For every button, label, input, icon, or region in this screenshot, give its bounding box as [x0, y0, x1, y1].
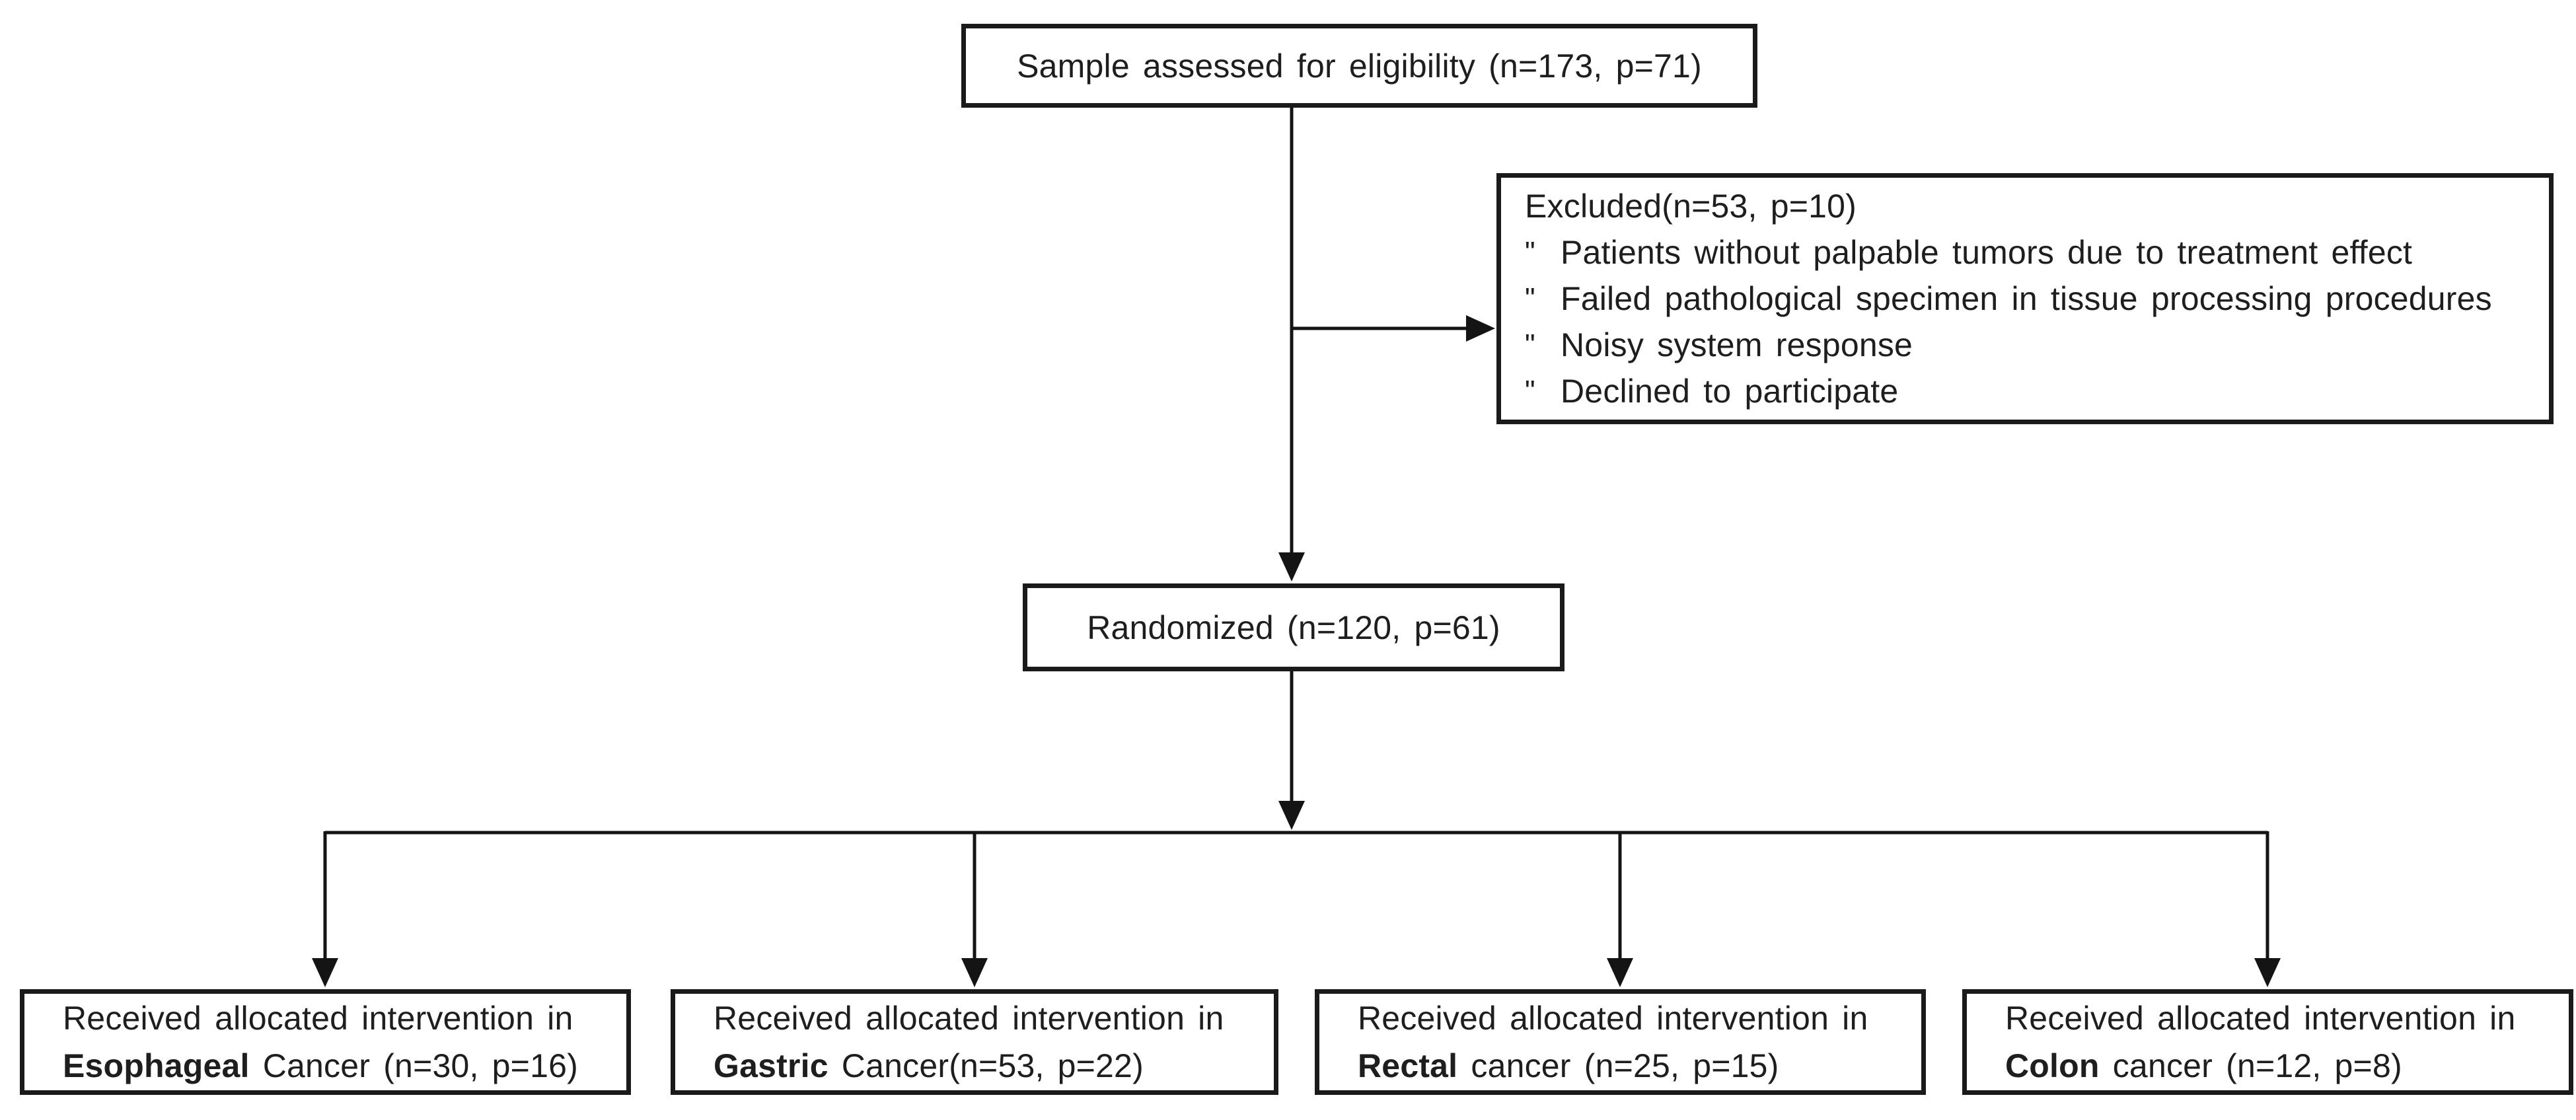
allocation-counts: Cancer(n=53, p=22) [828, 1047, 1144, 1084]
arrowhead-into-gastric [961, 958, 988, 987]
cancer-type-bold: Colon [2005, 1047, 2100, 1084]
arrowhead-onto-distributor [1278, 801, 1305, 830]
bullet-icon: " [1525, 236, 1535, 268]
allocation-line2: Gastric Cancer(n=53, p=22) [714, 1042, 1261, 1090]
eligibility-label: Sample assessed for eligibility (n=173, … [1017, 47, 1702, 85]
allocation-line2: Rectal cancer (n=25, p=15) [1358, 1042, 1908, 1090]
excluded-box: Excluded(n=53, p=10) " Patients without … [1496, 173, 2554, 424]
arrowhead-into-rectal [1607, 958, 1633, 987]
allocation-line2: Colon cancer (n=12, p=8) [2005, 1042, 2556, 1090]
allocation-box-colon: Received allocated intervention in Colon… [1962, 989, 2573, 1095]
excluded-item: " Noisy system response [1525, 322, 2536, 368]
allocation-counts: cancer (n=25, p=15) [1457, 1047, 1779, 1084]
allocation-line1: Received allocated intervention in [1358, 1000, 1868, 1037]
allocation-box-rectal: Received allocated intervention in Recta… [1315, 989, 1926, 1095]
excluded-item: " Failed pathological specimen in tissue… [1525, 276, 2536, 322]
arrowhead-into-colon [2254, 958, 2281, 987]
allocation-counts: Cancer (n=30, p=16) [249, 1047, 578, 1084]
arrowhead-into-esophageal [312, 958, 338, 987]
allocation-line2: Esophageal Cancer (n=30, p=16) [63, 1042, 613, 1090]
randomized-box: Randomized (n=120, p=61) [1023, 583, 1564, 671]
randomized-label: Randomized (n=120, p=61) [1087, 609, 1500, 646]
allocation-line1: Received allocated intervention in [714, 1000, 1224, 1037]
cancer-type-bold: Esophageal [63, 1047, 250, 1084]
excluded-item-text: Noisy system response [1561, 326, 1913, 363]
allocation-line1: Received allocated intervention in [2005, 1000, 2516, 1037]
allocation-box-esophageal: Received allocated intervention in Esoph… [20, 989, 631, 1095]
allocation-line1: Received allocated intervention in [63, 1000, 573, 1037]
arrowhead-into-excluded [1466, 315, 1495, 342]
bullet-icon: " [1525, 282, 1535, 315]
excluded-item: " Patients without palpable tumors due t… [1525, 229, 2536, 276]
excluded-item-text: Patients without palpable tumors due to … [1561, 234, 2413, 271]
allocation-counts: cancer (n=12, p=8) [2099, 1047, 2402, 1084]
excluded-item-text: Declined to participate [1561, 373, 1899, 410]
excluded-item: " Declined to participate [1525, 368, 2536, 414]
excluded-item-text: Failed pathological specimen in tissue p… [1561, 280, 2492, 317]
excluded-title: Excluded(n=53, p=10) [1525, 188, 1857, 225]
bullet-icon: " [1525, 375, 1535, 407]
arrowhead-into-randomized [1278, 552, 1305, 581]
cancer-type-bold: Rectal [1358, 1047, 1458, 1084]
cancer-type-bold: Gastric [714, 1047, 828, 1084]
bullet-icon: " [1525, 328, 1535, 361]
eligibility-box: Sample assessed for eligibility (n=173, … [961, 24, 1757, 108]
allocation-box-gastric: Received allocated intervention in Gastr… [671, 989, 1278, 1095]
